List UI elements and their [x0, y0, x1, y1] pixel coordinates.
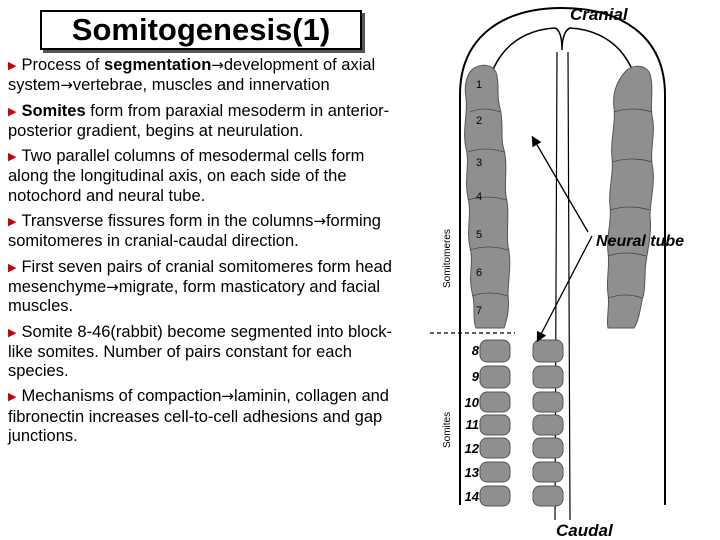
somite-block-left	[479, 414, 511, 436]
bullet-text: Two parallel columns of mesodermal cells…	[8, 147, 365, 205]
bullet-item: ▶Two parallel columns of mesodermal cell…	[8, 147, 404, 206]
somite-block-right	[532, 414, 564, 436]
somite-block-left	[479, 339, 511, 363]
bullet-text: laminin, collagen and fibronectin increa…	[8, 387, 389, 446]
bullet-text: form from paraxial mesoderm in anterior-…	[8, 101, 390, 140]
bullet-text: Mechanisms of compaction	[21, 387, 222, 406]
caudal-label: Caudal	[556, 521, 614, 540]
somite-block-left	[479, 365, 511, 389]
bullet-item: ▶Somite 8-46(rabbit) become segmented in…	[8, 323, 404, 382]
somite-number: 9	[472, 369, 480, 384]
somite-block-right	[532, 339, 564, 363]
bullet-item: ▶ Mechanisms of compaction→laminin, colla…	[8, 387, 404, 446]
somite-number: 14	[465, 489, 480, 504]
somite-block-right	[532, 437, 564, 459]
somitomere-fissures	[467, 108, 653, 299]
slide-title: Somitogenesis(1)	[40, 10, 362, 50]
somitomere-number: 6	[476, 267, 482, 279]
somitomere-column-right	[606, 65, 654, 329]
arrow-icon: →	[221, 387, 234, 406]
somite-number: 12	[465, 441, 480, 456]
somite-block-left	[479, 391, 511, 413]
bullet-marker-icon: ▶	[8, 60, 17, 72]
canal-line-right	[567, 51, 571, 521]
somitomere-number: 4	[476, 191, 482, 203]
somite-block-left	[479, 485, 511, 507]
neural-tube-arrow-down	[536, 235, 593, 343]
somite-number: 10	[465, 395, 480, 410]
bullet-marker-icon: ▶	[8, 261, 17, 274]
arrow-icon: →	[211, 56, 224, 74]
bullet-list: ▶Process of segmentation→development of …	[8, 56, 404, 452]
arrow-icon: →	[60, 76, 73, 95]
neural-tube-outline	[459, 6, 666, 505]
bullet-item: ▶ Somites form from paraxial mesoderm in …	[8, 102, 404, 142]
cranial-fold-outline	[484, 27, 641, 141]
somite-block-left	[479, 461, 511, 483]
bullet-item: ▶ Transverse fissures form in the columns…	[8, 212, 404, 252]
somitomere-number: 5	[476, 229, 482, 241]
bullet-text: Transverse fissures form in the columns	[21, 212, 314, 231]
somitomere-number: 7	[476, 305, 482, 317]
bullet-marker-icon: ▶	[8, 216, 17, 229]
bullet-text: segmentation	[104, 56, 212, 74]
neural-tube-label: Neural tube	[596, 233, 684, 250]
somite-block-right	[532, 461, 564, 483]
somite-block-right	[532, 391, 564, 413]
somitomere-number: 1	[476, 79, 482, 91]
bullet-marker-icon: ▶	[8, 326, 17, 339]
bullet-marker-icon: ▶	[8, 391, 17, 404]
somite-block-right	[532, 365, 564, 389]
bullet-text: First seven pairs of cranial somitomeres…	[8, 257, 392, 296]
somite-block-left	[479, 437, 511, 459]
bullet-text: Process of	[21, 56, 105, 74]
arrow-icon: →	[106, 277, 119, 296]
somite-block-right	[532, 485, 564, 507]
bullet-text: development of axial system	[8, 56, 376, 95]
bullet-item: ▶First seven pairs of cranial somitomere…	[8, 258, 404, 317]
bullet-item: ▶Process of segmentation→development of …	[8, 56, 404, 96]
arrow-icon: →	[313, 212, 326, 231]
bullet-text: vertebrae, muscles and innervation	[72, 76, 330, 95]
bullet-text: forming somitomeres in cranial-caudal di…	[8, 212, 381, 251]
somite-blocks	[479, 339, 564, 507]
neural-tube-arrow-up	[531, 135, 589, 233]
somites-label: Somites	[442, 412, 453, 448]
somite-number: 13	[465, 465, 480, 480]
cranial-label: Cranial	[570, 5, 629, 24]
somitomere-number: 2	[476, 115, 482, 127]
bullet-text: migrate, form masticatory and facial mus…	[8, 277, 381, 316]
somitomere-number: 3	[476, 157, 482, 169]
bullet-text: Somites	[21, 101, 86, 120]
bullet-marker-icon: ▶	[8, 151, 17, 164]
somite-number: 8	[472, 343, 480, 358]
somite-number: 11	[466, 417, 480, 432]
bullet-text: Somite 8-46(rabbit) become segmented int…	[8, 322, 392, 381]
somitomeres-label: Somitomeres	[442, 229, 453, 288]
bullet-marker-icon: ▶	[8, 105, 17, 118]
